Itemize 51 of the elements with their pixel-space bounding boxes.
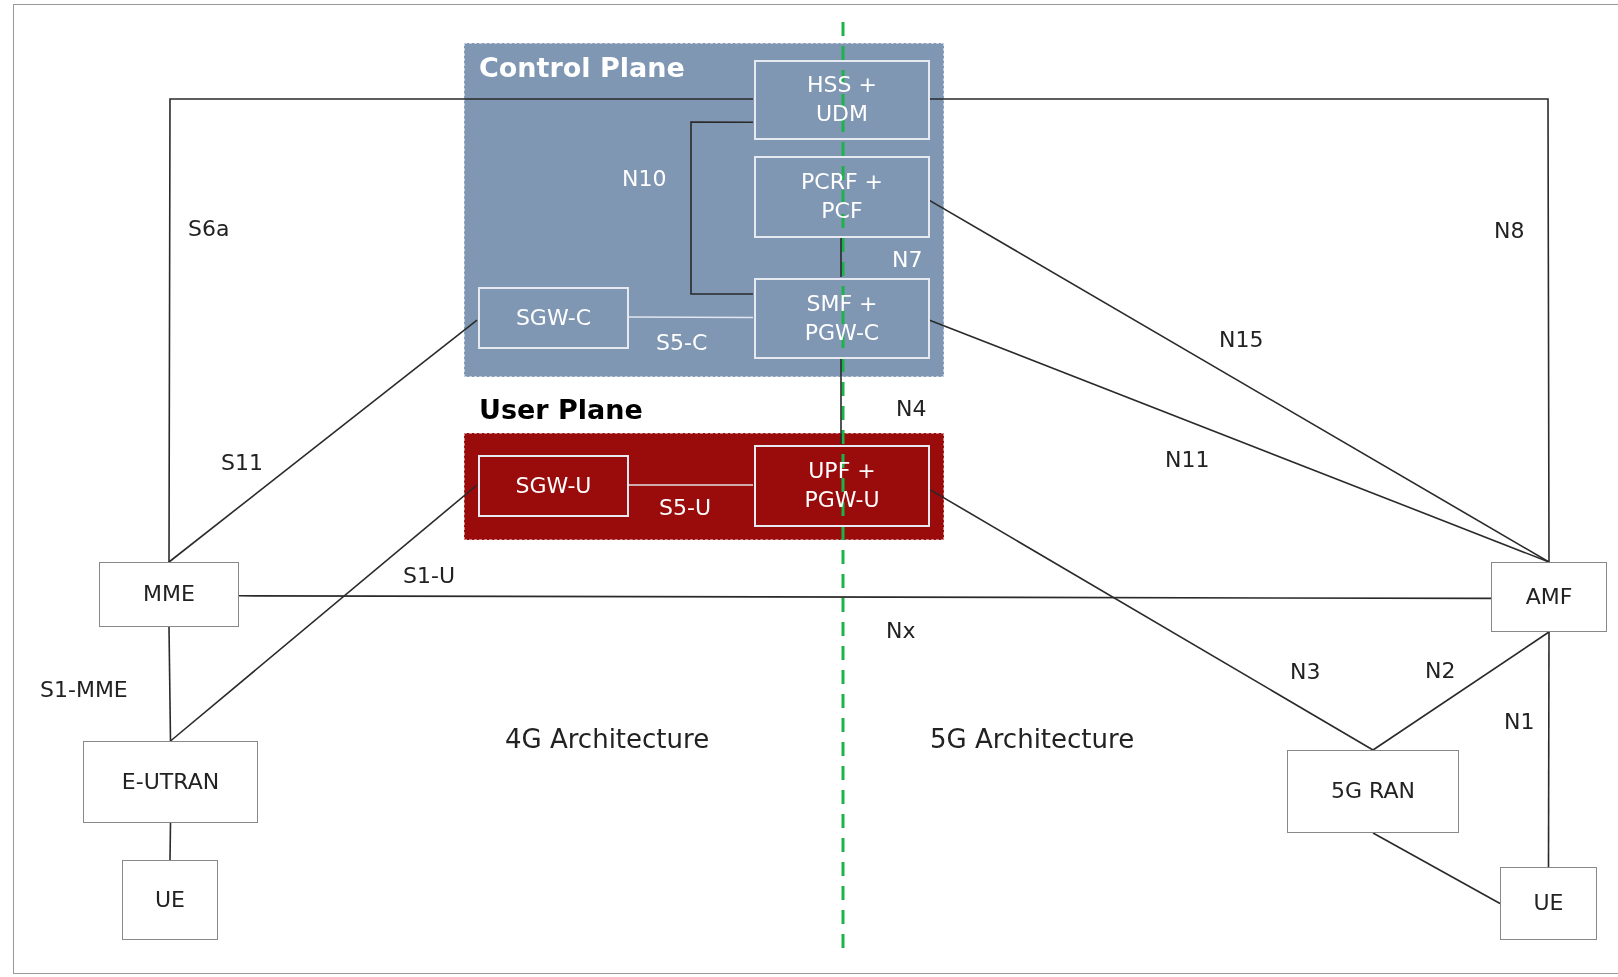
connector-line [238,595,1492,600]
network-function-box: 5G RAN [1287,750,1459,833]
edge-label: S1-U [403,562,455,590]
edge-label: S6a [188,215,230,243]
plane-heading: User Plane [479,393,643,427]
connector-line [840,357,842,445]
network-function-box: SGW-U [478,455,629,517]
connector-line [169,822,172,861]
edge-label: S1-MME [40,676,128,704]
connector-line [928,199,1550,563]
connector-line [928,488,1374,751]
connector-line [1372,832,1501,905]
edge-label: S11 [221,449,263,477]
connector-line [1547,631,1550,868]
section-label: 5G Architecture [930,723,1135,756]
edge-label: N15 [1219,326,1264,354]
network-function-box: UE [1500,867,1597,940]
edge-label: N10 [622,165,667,193]
section-label: 4G Architecture [505,723,710,756]
connector-line [169,484,478,742]
network-function-box: E-UTRAN [83,741,258,823]
connector-line [168,626,172,742]
connector-line [168,319,478,563]
network-function-box: SMF + PGW-C [754,278,930,359]
connector-line [627,484,754,486]
edge-label: N11 [1165,446,1210,474]
connector-line [1372,631,1550,751]
network-function-box: PCRF + PCF [754,156,930,238]
network-function-box: MME [99,562,239,627]
plane-heading: Control Plane [479,51,685,85]
edge-label: Nx [886,617,916,645]
edge-label: N4 [896,395,927,423]
edge-label: N8 [1494,217,1525,245]
network-function-box: HSS + UDM [754,60,930,140]
network-function-box: UE [122,860,218,940]
connector-line [690,121,754,295]
plane-panel [464,43,944,377]
edge-label: S5-U [659,494,711,522]
edge-label: N7 [892,246,923,274]
edge-label: N1 [1504,708,1535,736]
connector-line [928,319,1550,563]
connector-line [627,316,754,319]
connector-line [928,98,1550,563]
network-function-box: SGW-C [478,287,629,349]
network-function-box: UPF + PGW-U [754,445,930,527]
connector-line [168,98,754,563]
network-function-box: AMF [1491,562,1607,632]
edge-label: N3 [1290,658,1321,686]
connector-line [840,236,842,278]
edge-label: S5-C [656,329,708,357]
edge-label: N2 [1425,657,1456,685]
